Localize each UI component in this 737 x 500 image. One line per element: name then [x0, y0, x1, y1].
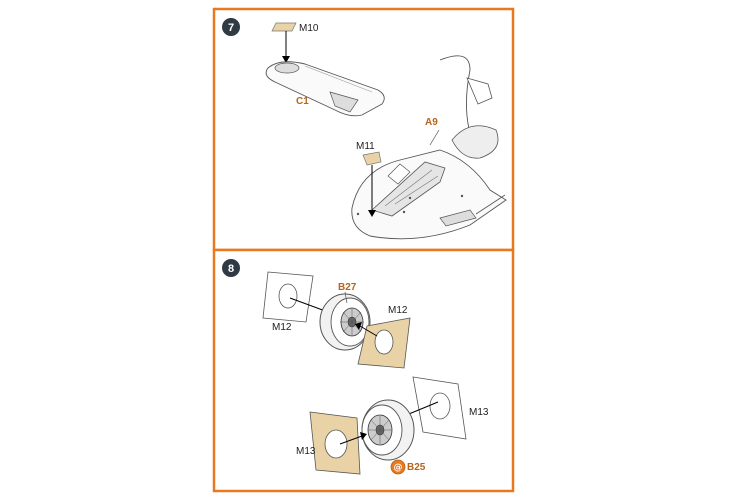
- step-8-badge: [222, 259, 240, 277]
- part-c1: [265, 61, 385, 117]
- label-a9: A9: [425, 117, 438, 128]
- label-m10: M10: [299, 23, 319, 34]
- label-b27: B27: [338, 282, 357, 293]
- label-c1: C1: [296, 96, 309, 107]
- label-m13-right: M13: [469, 407, 489, 418]
- arrow-m12-left: [289, 297, 329, 313]
- step-8-panel: 8 M12 B27 M12 M13: [212, 248, 515, 493]
- arrowhead-m10: [282, 56, 290, 63]
- mask-m10: [271, 22, 297, 32]
- step-7-number: 7: [228, 22, 234, 34]
- step-8-frame: [212, 248, 515, 493]
- wheel-b25: [361, 399, 415, 461]
- mask-m12-right-hole: [374, 329, 394, 355]
- mask-m13-right-hole: [429, 392, 451, 420]
- wheel-b27: [319, 293, 371, 351]
- step-8-number: 8: [228, 263, 234, 275]
- label-m12-right: M12: [388, 305, 408, 316]
- step-7-panel: 7 M10 C1: [212, 7, 515, 252]
- photo-etch-marker-glyph: @: [394, 463, 403, 473]
- part-a9-fuselage: [351, 55, 507, 240]
- label-b25: B25: [407, 462, 426, 473]
- photo-etch-marker-icon: [390, 459, 406, 475]
- mask-m12-left-hole: [278, 283, 298, 309]
- arrow-m12-right: [359, 325, 378, 337]
- leader-b27: [344, 291, 348, 304]
- label-m11: M11: [356, 141, 375, 152]
- mask-m11: [362, 151, 382, 166]
- label-m13-left: M13: [296, 446, 316, 457]
- arrow-m13-left: [339, 435, 363, 445]
- step-7-badge: [222, 18, 240, 36]
- leader-a9: [429, 129, 440, 146]
- arrowhead-m13-left: [360, 432, 367, 440]
- label-m12-left: M12: [272, 322, 292, 333]
- mask-m13-left-hole: [324, 429, 348, 459]
- arrowhead-m11: [368, 210, 376, 217]
- arrowhead-m12-right: [355, 322, 362, 330]
